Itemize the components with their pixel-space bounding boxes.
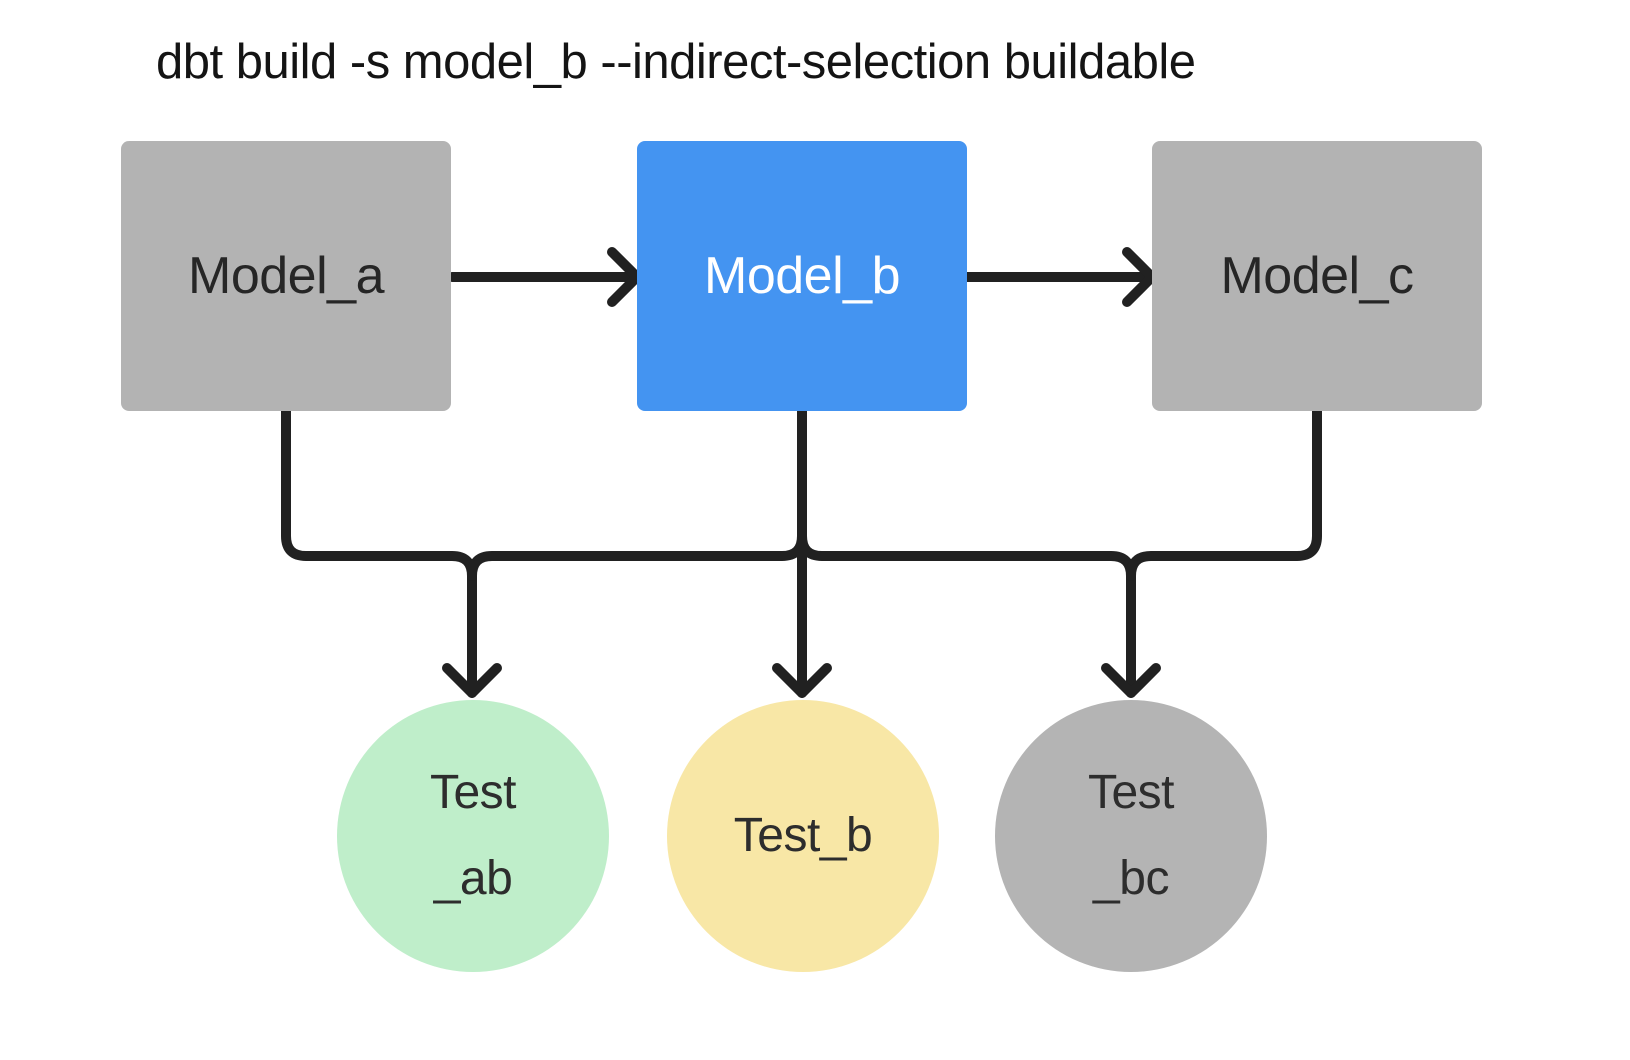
node-model-c-label: Model_c [1220, 247, 1414, 305]
node-test-b-label: Test_b [733, 808, 873, 862]
node-model-a: Model_a [121, 141, 451, 411]
arrowhead-test-ab [442, 663, 502, 698]
edge-model-b-test-ab [467, 531, 807, 581]
arrowhead-test-bc [1101, 663, 1161, 698]
edge-model-a-test-ab [281, 406, 477, 698]
command-title: dbt build -s model_b --indirect-selectio… [156, 35, 1196, 89]
node-model-b-label: Model_b [704, 247, 900, 305]
edge-model-b-test-bc [797, 531, 1136, 698]
node-test-b: Test_b [667, 700, 939, 972]
node-model-c: Model_c [1152, 141, 1482, 411]
node-test-bc-label: Test _bc [1087, 765, 1175, 905]
node-test-bc: Test _bc [995, 700, 1267, 972]
node-model-b: Model_b [637, 141, 967, 411]
node-test-ab: Test _ab [337, 700, 609, 972]
node-test-ab-label: Test _ab [429, 765, 517, 905]
node-model-a-label: Model_a [188, 247, 384, 305]
edge-model-c-test-bc [1126, 406, 1322, 581]
arrowhead-test-b [772, 663, 832, 698]
